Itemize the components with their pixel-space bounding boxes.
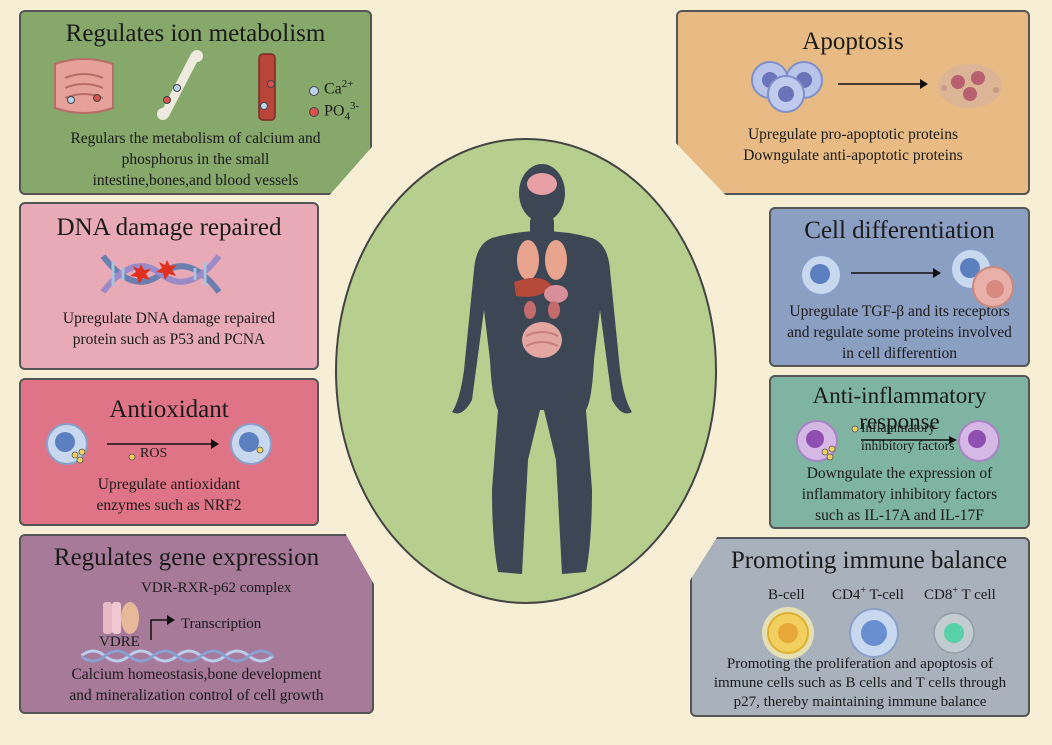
anti-inflammatory-panel: Anti-inflammatory response Inflammatory …: [769, 375, 1030, 529]
dna-repair-text: Upregulate DNA damage repaired protein s…: [62, 310, 276, 348]
vdr-complex-label: VDR-RXR-p62 complex: [141, 580, 292, 596]
apoptosis-text: Upregulate pro-apoptotic proteins Downgu…: [743, 126, 963, 164]
dna-strand-icon: [81, 646, 281, 666]
b-cell-label: B-cell: [768, 587, 805, 603]
healthy-cells-icon: [748, 58, 828, 114]
cell-differentiation-title: Cell differentiation: [804, 217, 995, 244]
blood-vessel-icon: [257, 52, 277, 122]
cd4-t-cell-label: CD4+ T-cell: [832, 585, 904, 603]
b-cell-icon: [760, 605, 816, 661]
dna-helix-icon: [99, 250, 223, 298]
cell-protected-icon: [229, 422, 275, 468]
vdre-label: VDRE: [99, 634, 140, 650]
immune-balance-panel: Promoting immune balance B-cell CD4+ T-c…: [690, 537, 1030, 717]
transcription-arrow-icon: [149, 614, 175, 640]
phosphate-label: PO43-: [324, 100, 360, 123]
calcium-label: Ca2+: [324, 78, 354, 98]
apoptotic-cells-icon: [934, 58, 1006, 112]
anti-inflammatory-title: Anti-inflammatory response: [812, 383, 987, 434]
inflammatory-factors-label: Inflammatory inhibitory factors: [861, 420, 955, 453]
factor-marker-icon: [851, 425, 859, 433]
antioxidant-panel: Antioxidant ROS Upregulate anti: [19, 378, 319, 526]
transcription-label: Transcription: [181, 616, 262, 632]
ion-metabolism-text: Regulars the metabolism of calcium and p…: [70, 130, 321, 189]
apoptosis-title: Apoptosis: [802, 28, 904, 55]
antioxidant-text: Upregulate antioxidant enzymes such as N…: [96, 476, 242, 514]
receptor-complex-icon: [101, 598, 141, 638]
resolved-cell-icon: [957, 419, 1003, 465]
bone-icon: [155, 50, 205, 120]
human-body-icon: [452, 160, 632, 580]
cd4-t-cell-icon: [846, 605, 902, 661]
dna-repair-title: DNA damage repaired: [56, 214, 282, 241]
phosphate-marker-icon: [308, 106, 320, 118]
ion-metabolism-panel: Regulates ion metabolism: [19, 10, 372, 195]
cell-with-ros-icon: [45, 422, 91, 468]
ros-label: ROS: [140, 446, 168, 461]
arrow-right-icon: [861, 435, 957, 445]
apoptosis-panel: Apoptosis Upregu: [676, 10, 1030, 195]
gene-expression-text: Calcium homeostasis,bone development and…: [69, 666, 324, 704]
gene-expression-title: Regulates gene expression: [53, 544, 320, 571]
dna-repair-panel: DNA damage repaired Upregulate DNA damag…: [19, 202, 319, 370]
ion-metabolism-title: Regulates ion metabolism: [65, 20, 326, 47]
gene-expression-panel: Regulates gene expression VDR-RXR-p62 co…: [19, 534, 374, 714]
cell-differentiation-panel: Cell differentiation Upregulate TGF-β an…: [769, 207, 1030, 367]
stem-cell-icon: [799, 253, 843, 297]
intestine-icon: [49, 56, 119, 118]
arrow-right-icon: [107, 438, 219, 450]
anti-inflammatory-text: Downgulate the expression of inflammator…: [801, 465, 998, 524]
cd8-t-cell-icon: [930, 609, 978, 657]
cd8-t-cell-label: CD8+ T cell: [924, 585, 996, 603]
arrow-right-icon: [851, 267, 941, 279]
antioxidant-title: Antioxidant: [109, 396, 229, 423]
ros-marker-icon: [127, 452, 137, 462]
immune-balance-title: Promoting immune balance: [730, 547, 1008, 574]
immune-balance-text: Promoting the proliferation and apoptosi…: [713, 656, 1007, 710]
differentiated-cells-icon: [947, 247, 1019, 309]
cell-differentiation-text: Upregulate TGF-β and its receptors and r…: [787, 303, 1012, 362]
inflamed-cell-icon: [795, 419, 845, 465]
calcium-marker-icon: [308, 85, 320, 97]
arrow-right-icon: [838, 78, 928, 90]
